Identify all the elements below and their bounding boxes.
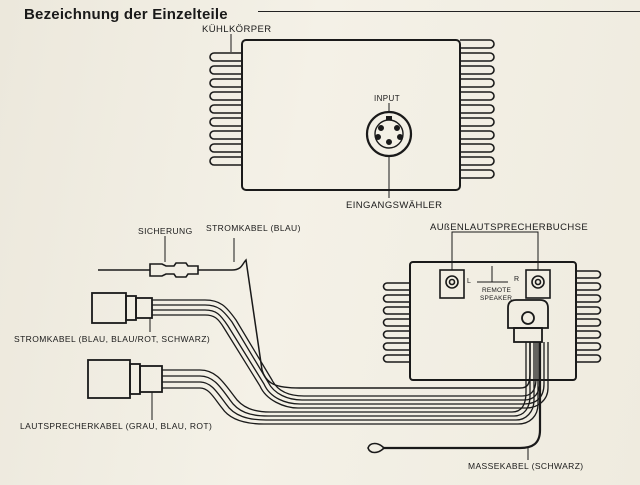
ext-speaker-jack-label: AUßENLAUTSPRECHERBUCHSE <box>430 222 589 233</box>
jack-r-label: R <box>514 276 520 283</box>
amplifier-top-body <box>241 39 461 191</box>
power-connector-icon <box>91 292 153 324</box>
heatsink-fins-left <box>209 52 242 166</box>
input-selector-label: EINGANGSWÄHLER <box>346 200 443 211</box>
remote-label: REMOTE <box>482 287 512 294</box>
input-label: INPUT <box>374 94 400 103</box>
speaker-cable-label: LAUTSPRECHERKABEL (GRAU, BLAU, ROT) <box>20 421 213 431</box>
bottom-heatsink-fins-left <box>382 282 410 363</box>
speaker-wire-harness <box>162 342 539 425</box>
fuse-label: SICHERUNG <box>138 226 193 236</box>
power-cable-multi-label: STROMKABEL (BLAU, BLAU/ROT, SCHWARZ) <box>14 334 211 344</box>
cable-clamp-bracket <box>507 299 549 343</box>
page-title: Bezeichnung der Einzelteile <box>24 6 228 23</box>
ground-lug-icon <box>367 442 385 454</box>
power-wire-harness <box>152 299 549 409</box>
ground-cable-label: MASSEKABEL (SCHWARZ) <box>468 461 584 471</box>
speaker-connector-icon <box>87 359 163 399</box>
speaker-jack-left-icon <box>439 269 465 299</box>
bottom-heatsink-fins-right <box>576 270 602 363</box>
power-cable-blue-label: STROMKABEL (BLAU) <box>206 223 301 233</box>
ground-cable <box>384 342 542 450</box>
heatsink-label: KÜHLKÖRPER <box>202 24 272 35</box>
title-rule <box>258 11 640 12</box>
din-input-connector-icon <box>365 110 413 158</box>
speaker-jack-right-icon <box>525 269 551 299</box>
jack-l-label: L <box>467 278 472 285</box>
jack-leader <box>451 231 539 270</box>
blue-power-wire <box>231 258 531 389</box>
heatsink-fins-right <box>460 39 495 179</box>
amplifier-bottom-body <box>409 261 577 381</box>
speaker-label: SPEAKER <box>480 295 513 302</box>
fuse-holder-icon <box>98 262 232 278</box>
